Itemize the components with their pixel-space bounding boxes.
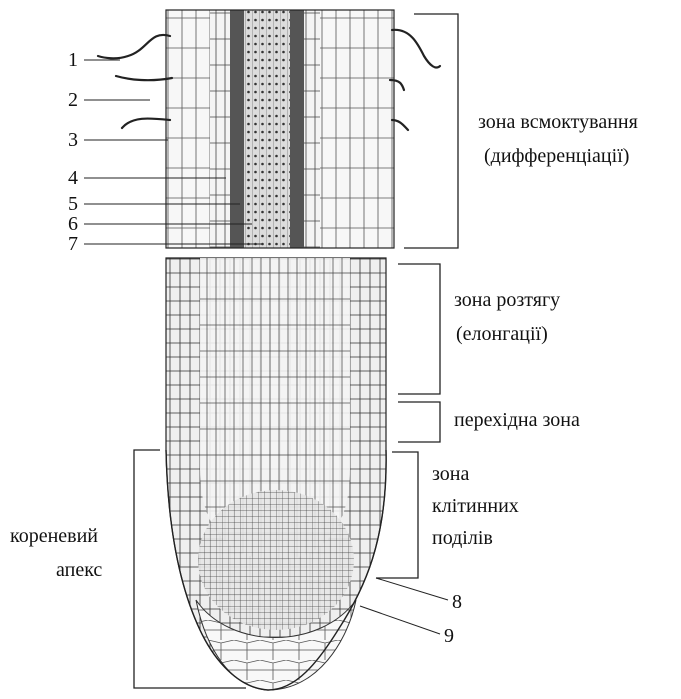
zone-transition-label: перехідна зона <box>454 408 580 433</box>
label-5: 5 <box>68 194 78 214</box>
label-3: 3 <box>68 130 78 150</box>
zone-division-line1: зона <box>432 462 469 487</box>
label-8: 8 <box>452 592 462 612</box>
absorption-zone-tissue <box>166 10 394 248</box>
zone-division-line3: поділів <box>432 526 493 551</box>
root-apex-line1: кореневий <box>10 524 98 549</box>
label-7: 7 <box>68 234 78 254</box>
label-4: 4 <box>68 168 78 188</box>
zone-elongation-line2: (елонгації) <box>456 322 548 347</box>
label-1: 1 <box>68 50 78 70</box>
zone-absorption-line1: зона всмоктування <box>478 110 638 135</box>
root-tip-tissue <box>166 258 386 690</box>
label-6: 6 <box>68 214 78 234</box>
zone-elongation-line1: зона розтягу <box>454 288 560 313</box>
label-9: 9 <box>444 626 454 646</box>
root-apex-line2: апекс <box>56 558 102 583</box>
zone-division-line2: клітинних <box>432 494 519 519</box>
zone-absorption-line2: (дифференціації) <box>484 144 629 169</box>
label-2: 2 <box>68 90 78 110</box>
